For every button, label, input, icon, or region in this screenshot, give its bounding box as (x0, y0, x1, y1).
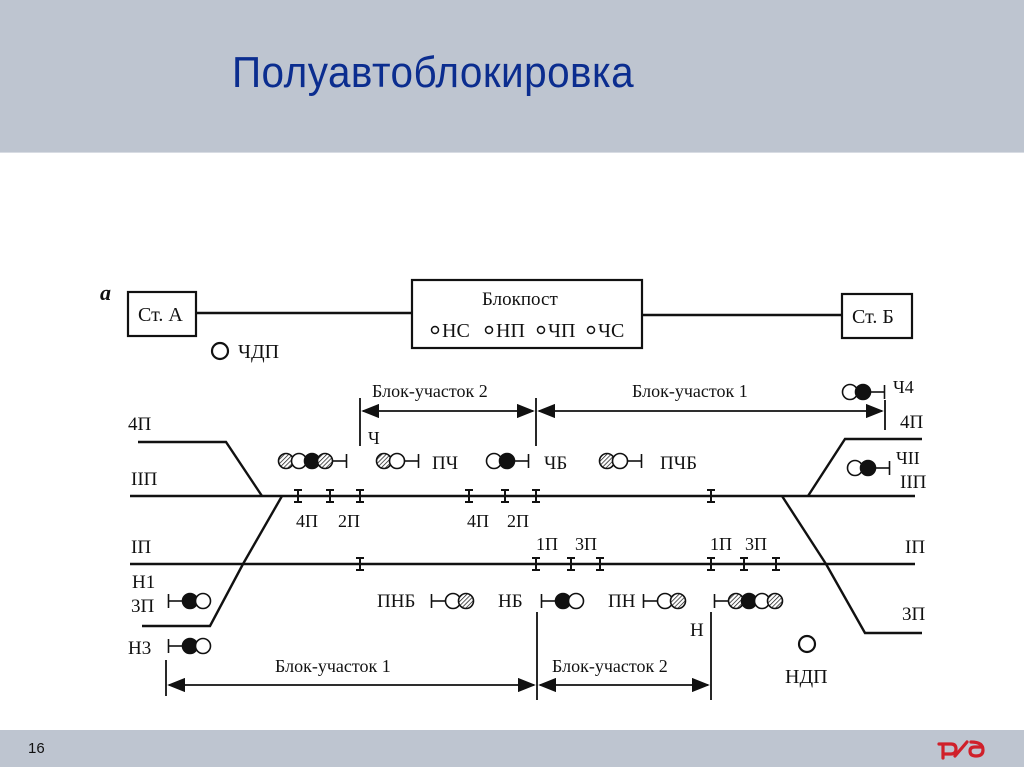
bottom-section-2-label: Блок-участок 2 (552, 656, 668, 676)
signal-ch-icon (277, 452, 348, 470)
slide-title: Полуавтоблокировка (232, 48, 635, 97)
joint-label-2p-a: 2П (338, 511, 360, 531)
svg-text:НП: НП (496, 320, 525, 342)
signal-n3-icon (167, 637, 212, 655)
signal-chii-icon (846, 459, 891, 477)
track-4p-left (138, 440, 263, 497)
insulated-joint-icon (532, 557, 540, 571)
joint-label-2p-b: 2П (507, 511, 529, 531)
insulated-joint-icon (740, 557, 748, 571)
signal-pnb-label: ПНБ (377, 591, 415, 612)
signal-n-icon (713, 592, 784, 610)
page-number: 16 (28, 740, 45, 757)
insulated-joint-icon (356, 557, 364, 571)
joint-label-4p-b: 4П (467, 511, 489, 531)
station-b-label: Ст. Б (852, 306, 894, 328)
insulated-joint-icon (465, 489, 473, 503)
signal-nb-label: НБ (498, 591, 523, 612)
insulated-joint-icon (501, 489, 509, 503)
signal-chii-label: ЧII (896, 448, 920, 468)
chdp-label: ЧДП (238, 341, 279, 363)
insulated-joint-icon (532, 489, 540, 503)
track-switch-right (780, 495, 828, 565)
svg-text:НС: НС (442, 320, 470, 342)
signal-pn-icon (642, 592, 687, 610)
joint-label-3p-a: 3П (575, 534, 597, 554)
top-section-1-label: Блок-участок 1 (632, 381, 748, 401)
signal-pch-label: ПЧ (432, 453, 458, 474)
signal-n3-label: Н3 (128, 638, 151, 659)
bottom-section-1-label: Блок-участок 1 (275, 656, 391, 676)
slide-footer: 16 (0, 730, 1024, 767)
signal-pch-icon (375, 452, 420, 470)
track-3p-right (824, 563, 922, 635)
svg-text:ЧС: ЧС (598, 320, 624, 342)
signal-ch4-label: Ч4 (893, 377, 914, 397)
slide-header: Полуавтоблокировка (0, 0, 1024, 153)
insulated-joints (294, 489, 780, 571)
svg-text:ЧП: ЧП (548, 320, 575, 342)
left-track-ip: IП (131, 537, 151, 558)
insulated-joint-icon (356, 489, 364, 503)
left-track-4p: 4П (128, 414, 152, 435)
right-track-ip: IП (905, 537, 925, 558)
left-track-3p: 3П (131, 596, 155, 617)
ndp-label: НДП (785, 666, 828, 688)
insulated-joint-icon (596, 557, 604, 571)
signal-n1-icon (167, 592, 212, 610)
signal-pchb-icon (598, 452, 643, 470)
joint-label-3p-b: 3П (745, 534, 767, 554)
station-a-label: Ст. А (138, 304, 183, 326)
track-switch-left (241, 495, 284, 565)
blockpost-indicators: НС НП ЧП ЧС (430, 320, 624, 342)
signal-chb-icon (485, 452, 530, 470)
top-section-2-label: Блок-участок 2 (372, 381, 488, 401)
left-track-iip: IIП (131, 469, 158, 490)
signal-ch4-icon (841, 383, 886, 401)
joint-label-1p-b: 1П (710, 534, 732, 554)
signal-nb-icon (540, 592, 585, 610)
chdp-lamp-icon (210, 341, 230, 361)
signal-pnb-icon (430, 592, 475, 610)
ndp-lamp-icon (797, 634, 817, 654)
signal-pchb-label: ПЧБ (660, 453, 697, 474)
rzd-logo-icon (937, 740, 985, 760)
track-3p-left (142, 563, 245, 628)
insulated-joint-icon (294, 489, 302, 503)
right-track-iip: IIП (900, 472, 927, 493)
right-track-4p: 4П (900, 412, 924, 433)
signal-chb-label: ЧБ (544, 453, 567, 474)
right-track-3p: 3П (902, 604, 926, 625)
signal-pn-label: ПН (608, 591, 636, 612)
signal-n1-label: Н1 (132, 572, 155, 593)
blockpost-title: Блокпост (482, 289, 558, 310)
insulated-joint-icon (707, 557, 715, 571)
insulated-joint-icon (567, 557, 575, 571)
insulated-joint-icon (326, 489, 334, 503)
joint-label-4p-a: 4П (296, 511, 318, 531)
insulated-joint-icon (707, 489, 715, 503)
signal-n-label: Н (690, 620, 704, 641)
signal-ch-label: Ч (368, 428, 380, 448)
insulated-joint-icon (772, 557, 780, 571)
joint-label-1p-a: 1П (536, 534, 558, 554)
panel-label: а (100, 280, 111, 305)
track-4p-right (806, 437, 922, 497)
